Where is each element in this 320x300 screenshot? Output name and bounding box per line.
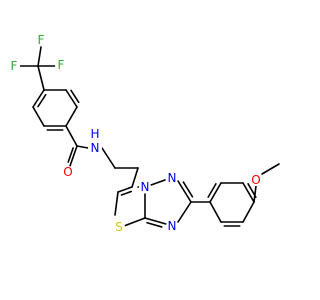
atom-s-thiazole: S xyxy=(115,220,123,234)
label-bg-o-amide xyxy=(62,166,74,178)
bond-thz-3 xyxy=(123,217,146,227)
bond-trz-2 xyxy=(177,180,192,203)
atom-n-triazole-1: N xyxy=(168,171,177,185)
bond-ring2-d xyxy=(242,201,255,223)
bond-thz-2 xyxy=(114,191,119,216)
bond-cf3-f2 xyxy=(37,46,42,67)
label-bg-n-bridge xyxy=(139,181,151,193)
bond-layer xyxy=(19,46,280,228)
atom-n-amide: N xyxy=(91,141,100,155)
bond-ring1-e xyxy=(32,106,45,127)
bond-trz-4-inner xyxy=(146,221,163,228)
bond-c-n xyxy=(76,145,89,149)
atom-f2: F xyxy=(38,33,45,47)
bond-ring2-a-inner xyxy=(207,183,217,198)
bond-ring-o xyxy=(253,185,257,203)
atom-f1: F xyxy=(11,59,18,73)
label-bg-f3 xyxy=(55,59,67,71)
atom-o-amide: O xyxy=(63,165,72,179)
bond-ring-carbonyl xyxy=(65,125,78,147)
atom-n-triazole-2: N xyxy=(168,219,177,233)
bond-o-ch3 xyxy=(261,163,280,175)
label-bg-o-methoxy xyxy=(250,174,262,186)
label-bg-s-thiazole xyxy=(113,221,125,233)
bond-trz-1 xyxy=(150,179,166,186)
bond-ring2-a xyxy=(209,182,222,203)
bond-ring2-c xyxy=(242,182,255,203)
label-bg-f2 xyxy=(35,34,47,46)
bond-ring1-f-inner xyxy=(37,93,47,108)
bond-trz-3 xyxy=(177,201,192,223)
bond-trz-4 xyxy=(144,217,167,225)
atom-f3: F xyxy=(58,58,65,72)
atom-label-layer: F F F O N H N N N S O xyxy=(8,33,262,234)
atom-h-amide: H xyxy=(90,127,99,141)
bond-ch2-thiazole xyxy=(131,167,139,188)
bond-ring1-b-inner xyxy=(70,89,80,104)
label-bg-n-amide xyxy=(88,141,102,155)
bond-trz-2-inner xyxy=(182,181,194,198)
label-bg-f1 xyxy=(8,60,20,72)
bond-thz-1-inner xyxy=(120,190,133,196)
bond-thz-1 xyxy=(117,186,133,193)
bond-c-o-inner xyxy=(67,147,74,163)
molecule-structure-diagram: F F F O N H N N N S O xyxy=(8,33,280,234)
atom-o-methoxy: O xyxy=(251,173,260,187)
bond-n-ch2 xyxy=(101,147,116,169)
label-bg-n-triazole-2 xyxy=(166,220,178,232)
atom-n-bridge: N xyxy=(141,180,150,194)
bond-ring1-b xyxy=(65,89,78,108)
label-bg-n-triazole-1 xyxy=(166,172,178,184)
bond-ring2-f xyxy=(209,201,222,223)
bond-cf3-ring xyxy=(37,65,45,91)
bond-ring1-f xyxy=(32,89,45,108)
bond-ring1-c xyxy=(65,106,78,127)
bond-c-o xyxy=(69,145,78,167)
